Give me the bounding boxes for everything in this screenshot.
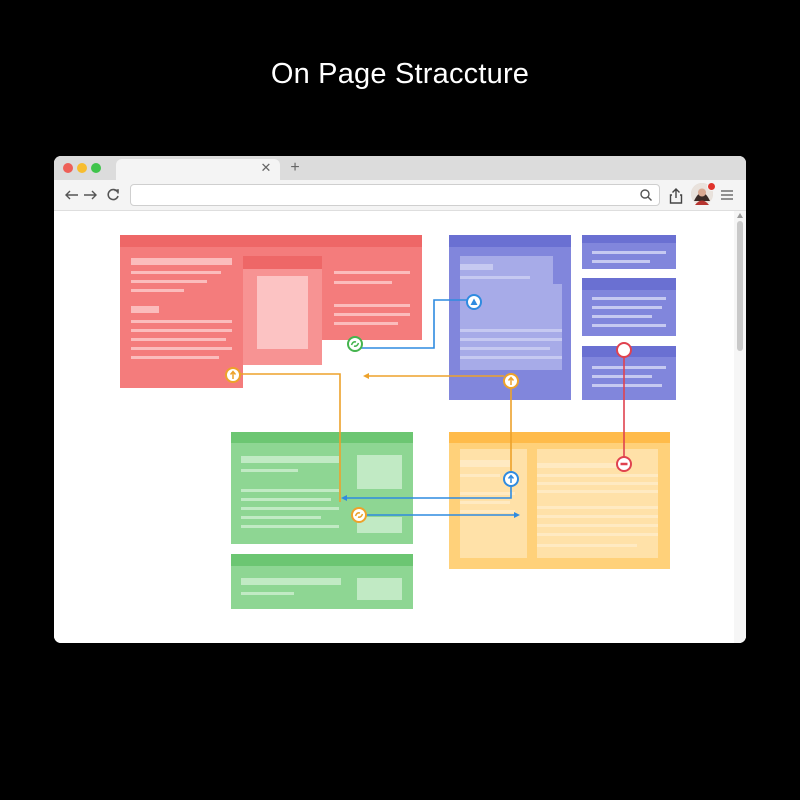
page-title: On Page Straccture [270, 58, 530, 90]
blue-block-middle-right [582, 278, 676, 336]
search-icon[interactable] [639, 188, 653, 202]
scroll-thumb[interactable] [737, 221, 743, 351]
scroll-up-arrow[interactable] [737, 213, 743, 218]
green-block-main [231, 432, 413, 544]
connector-endpoint[interactable] [616, 342, 632, 358]
notification-badge [707, 182, 716, 191]
connector-lines [233, 299, 625, 516]
scrollbar[interactable] [734, 211, 746, 643]
blue-block-top-right [582, 235, 676, 269]
link-icon[interactable] [351, 507, 367, 523]
green-block-bottom [231, 554, 413, 609]
arrow-up-icon[interactable] [503, 471, 519, 487]
connector-arrowheads [341, 373, 520, 518]
blue-block-main [449, 235, 571, 400]
tab-bar: ✕ + [54, 156, 746, 180]
arrow-up-icon[interactable] [466, 294, 482, 310]
share-icon[interactable] [668, 187, 684, 205]
maximize-window-button[interactable] [91, 163, 101, 173]
orange-block [449, 432, 670, 569]
arrow-up-icon[interactable] [225, 367, 241, 383]
close-window-button[interactable] [63, 163, 73, 173]
browser-toolbar [54, 180, 746, 211]
red-block [120, 235, 422, 388]
arrow-left-icon[interactable] [63, 185, 81, 205]
browser-tab[interactable] [116, 159, 280, 180]
close-icon[interactable]: ✕ [260, 160, 272, 175]
hamburger-menu-icon[interactable] [720, 188, 734, 202]
link-icon[interactable] [347, 336, 363, 352]
plus-icon[interactable]: + [290, 159, 300, 176]
minus-icon[interactable] [616, 456, 632, 472]
arrow-up-icon[interactable] [503, 373, 519, 389]
address-bar[interactable] [130, 184, 660, 206]
reload-icon[interactable] [104, 185, 122, 205]
arrow-right-icon[interactable] [81, 185, 99, 205]
minimize-window-button[interactable] [77, 163, 87, 173]
